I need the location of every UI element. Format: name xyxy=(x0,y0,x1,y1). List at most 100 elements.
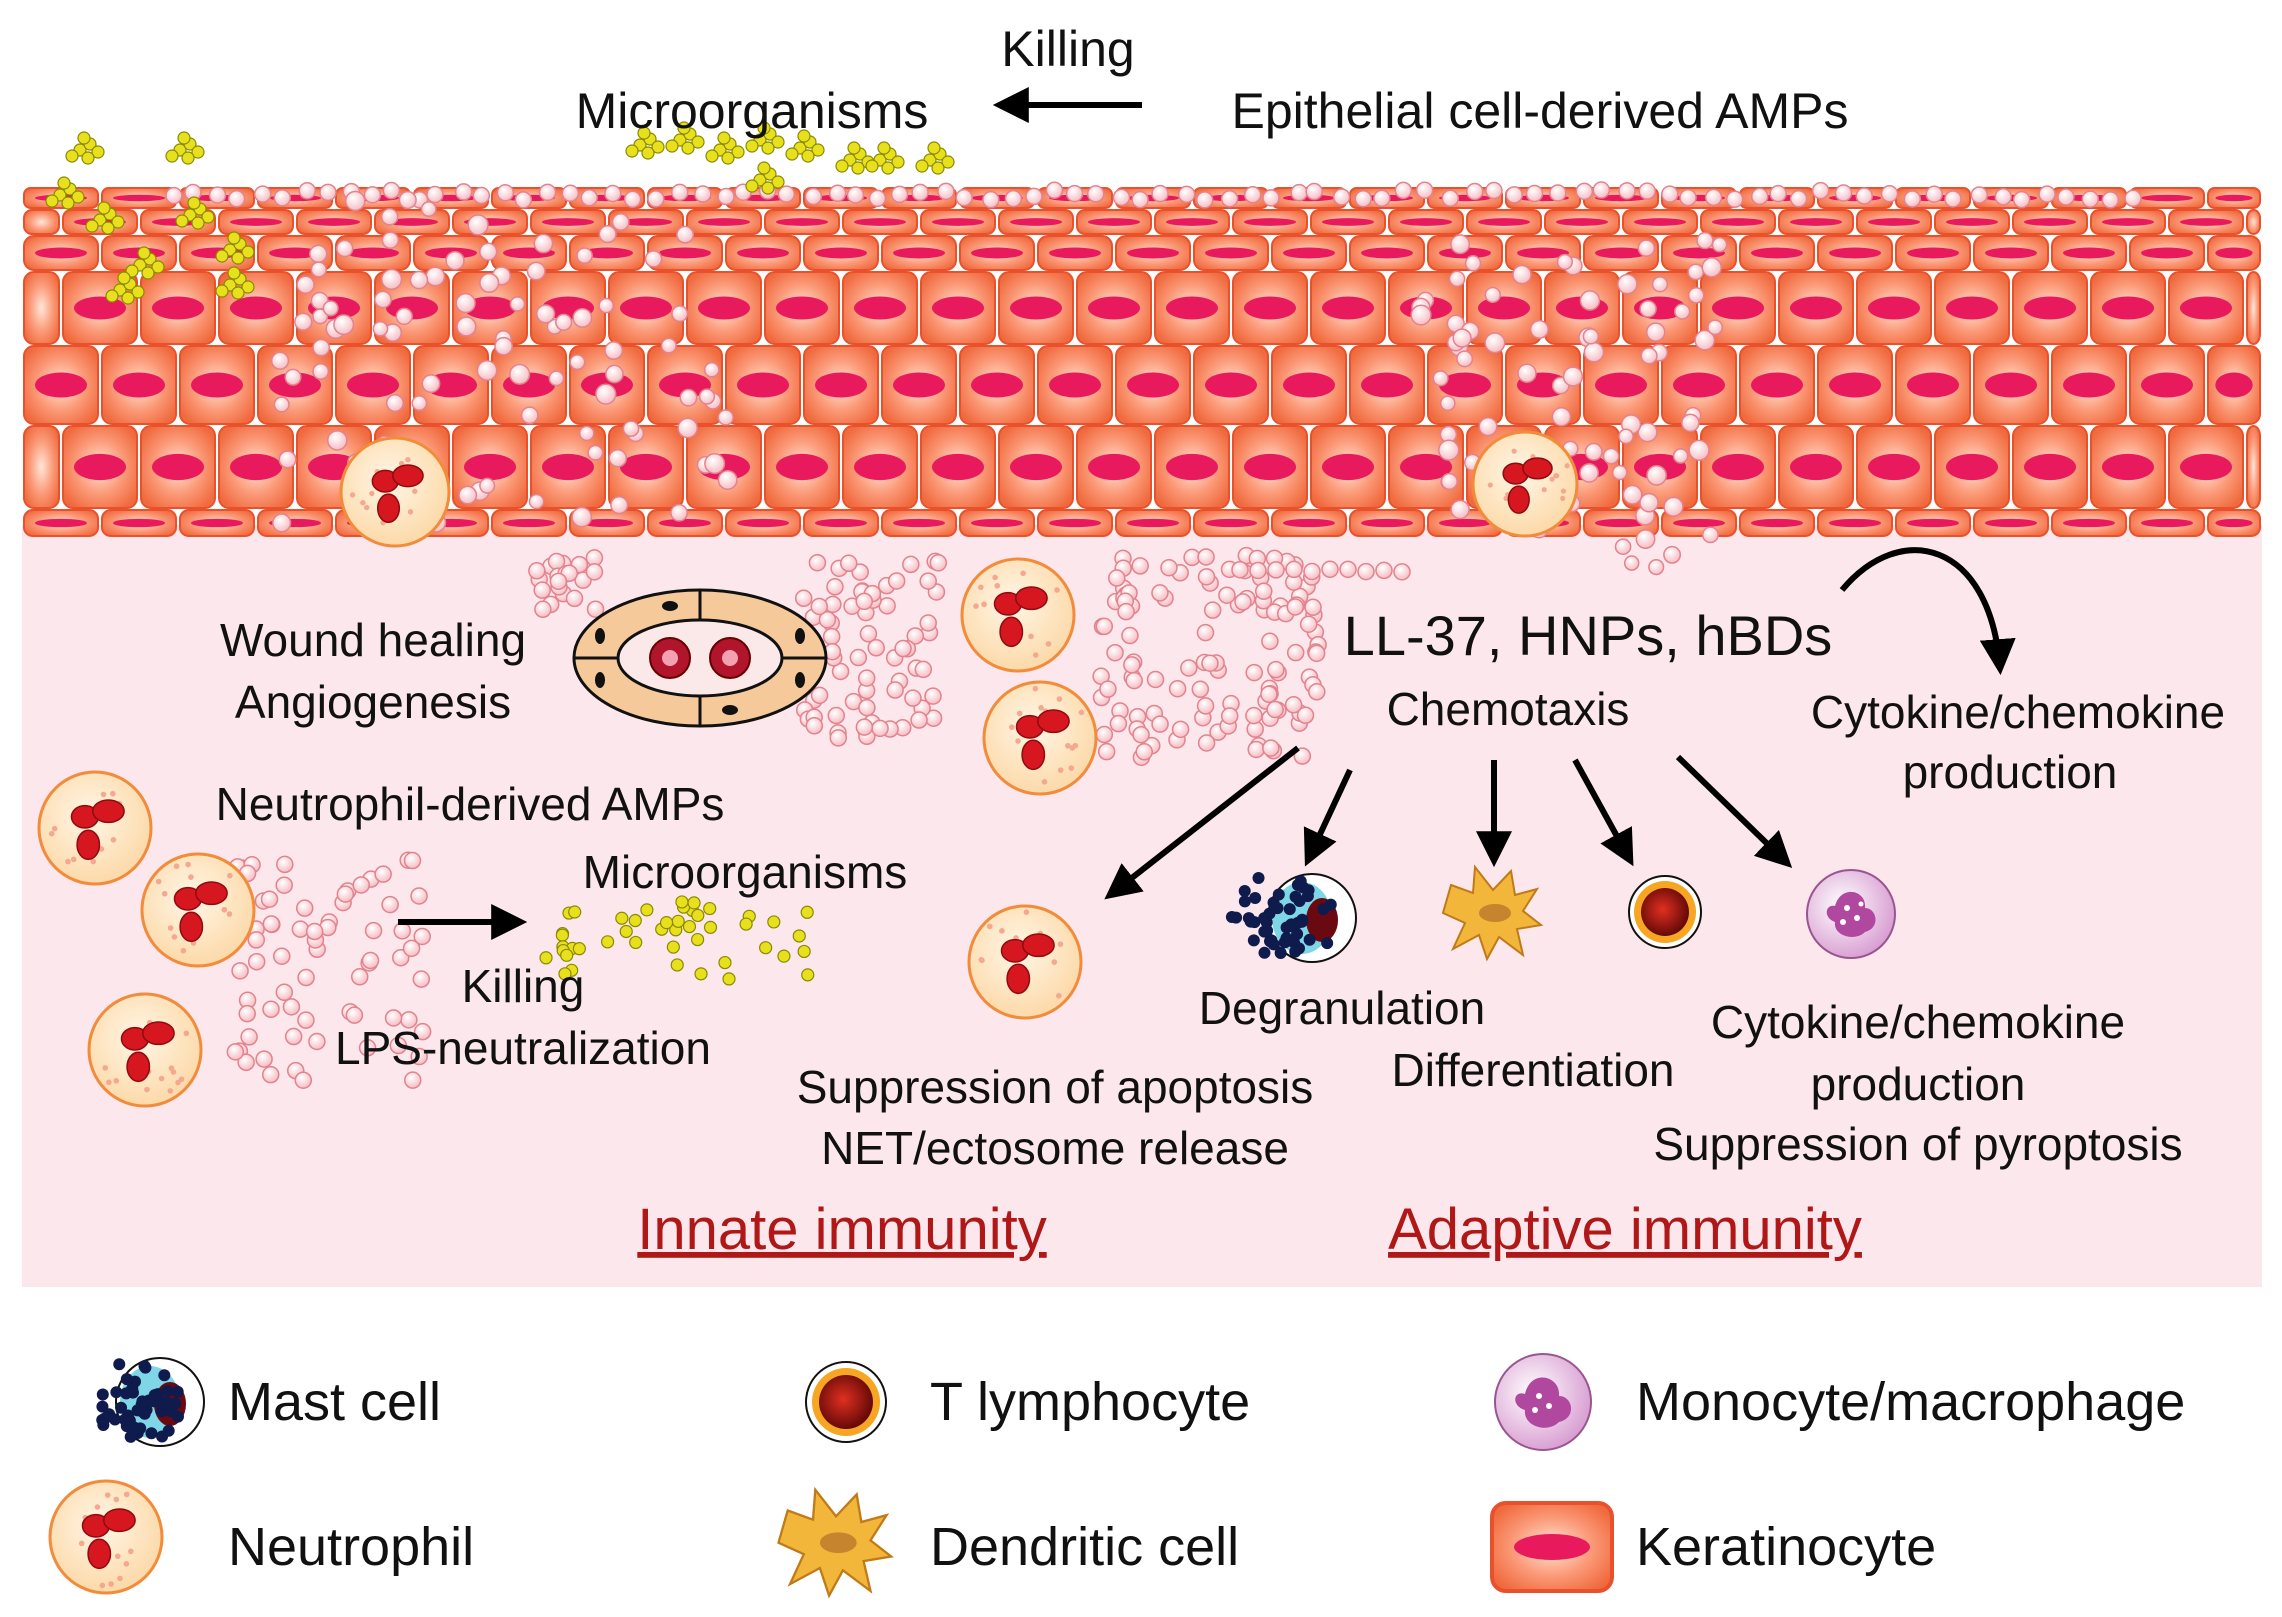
amp-granule xyxy=(1245,663,1263,682)
amp-granule xyxy=(871,719,889,738)
amp-granule xyxy=(805,717,824,735)
amp-granule xyxy=(1004,189,1023,208)
amp-granule xyxy=(1123,656,1141,674)
keratinocyte-icon xyxy=(1817,509,1893,537)
keratinocyte-icon xyxy=(1973,509,2049,537)
amp-granule xyxy=(1195,191,1214,209)
amp-granule xyxy=(1135,743,1153,761)
amp-granule xyxy=(679,388,698,407)
keratinocyte-icon xyxy=(23,425,60,509)
amp-granule xyxy=(1267,660,1285,679)
keratinocyte-icon xyxy=(2051,345,2127,425)
keratinocyte-icon xyxy=(2012,425,2088,509)
amp-granule xyxy=(310,261,327,278)
amp-granule xyxy=(528,562,546,580)
amp-granule xyxy=(381,268,403,290)
keratinocyte-icon xyxy=(101,345,177,425)
keratinocyte-icon xyxy=(959,345,1035,425)
amp-granule xyxy=(1099,680,1117,698)
microbe-icon xyxy=(215,231,255,265)
amp-granule xyxy=(479,477,496,494)
keratinocyte-icon xyxy=(1895,235,1971,271)
amp-granule xyxy=(420,201,437,218)
microbe-icon xyxy=(640,903,654,917)
keratinocyte-icon xyxy=(725,235,801,271)
amp-granule xyxy=(1635,529,1656,549)
amp-granule xyxy=(717,469,738,490)
amp-granule xyxy=(278,450,297,469)
amp-granule xyxy=(1394,181,1413,200)
amp-granule xyxy=(291,920,310,938)
microbe-icon xyxy=(777,949,791,963)
microbe-icon xyxy=(670,958,684,972)
amp-granule xyxy=(571,506,593,528)
amp-granule xyxy=(1262,739,1280,757)
amp-granule xyxy=(572,307,593,328)
legend-dendritic-cell: Dendritic cell xyxy=(777,1486,1239,1599)
amp-granule xyxy=(1549,184,1567,202)
microbe-icon xyxy=(625,126,665,160)
keratinocyte-icon xyxy=(218,425,294,509)
amp-granule xyxy=(1618,428,1634,445)
neutrophils xyxy=(37,430,1579,1108)
amp-granule xyxy=(1357,562,1375,581)
t-lymphocyte-icon xyxy=(1628,875,1702,949)
amp-granule xyxy=(533,233,554,254)
amp-granule xyxy=(549,572,568,591)
amp-granule xyxy=(704,453,726,475)
amp-granule xyxy=(374,290,392,309)
amp-granule xyxy=(660,337,677,354)
label-neutrophil-amps: Neutrophil-derived AMPs xyxy=(216,778,725,830)
amp-granule xyxy=(1245,706,1263,725)
label-mediators: LL-37, HNPs, hBDs xyxy=(1344,604,1833,667)
amp-granule xyxy=(535,304,556,324)
amp-granule xyxy=(1441,189,1460,208)
keratinocyte-icon xyxy=(2129,509,2205,537)
amp-granule xyxy=(1623,555,1640,571)
amp-granule xyxy=(297,1011,315,1029)
amp-granule xyxy=(309,244,328,264)
amp-granule xyxy=(381,231,400,250)
keratinocyte-icon xyxy=(2012,209,2088,235)
amp-granule xyxy=(1464,255,1482,272)
amp-granule xyxy=(1789,190,1808,208)
amp-granule xyxy=(1260,685,1278,704)
amp-granule xyxy=(1452,328,1472,348)
keratinocyte-icon xyxy=(1856,271,1932,345)
amp-granule xyxy=(808,553,827,572)
amp-granule xyxy=(1485,181,1503,200)
keratinocyte-icon xyxy=(2207,345,2261,425)
amp-granule xyxy=(1925,185,1943,203)
amp-granule xyxy=(312,363,330,380)
amp-granule xyxy=(413,927,431,946)
amp-granule xyxy=(455,292,476,314)
amp-granule xyxy=(1707,319,1724,336)
amp-granule xyxy=(1750,187,1769,206)
amp-granule xyxy=(1903,190,1922,208)
amp-granule xyxy=(364,921,383,940)
microbe-icon xyxy=(215,266,255,300)
amp-granule xyxy=(924,687,942,705)
amp-granule xyxy=(454,183,473,201)
microbe-icon xyxy=(792,929,806,943)
keratinocyte-icon xyxy=(842,209,918,235)
keratinocyte-icon xyxy=(1076,271,1152,345)
keratinocyte-icon xyxy=(2168,425,2244,509)
microbe-icon xyxy=(745,161,785,195)
label-cytokine-2: production xyxy=(1811,1058,2026,1110)
amp-granule xyxy=(335,239,354,258)
amp-granule xyxy=(1579,290,1601,311)
amp-granule xyxy=(1203,601,1222,619)
amp-granule xyxy=(2038,185,2056,203)
amp-granule xyxy=(1255,582,1273,601)
amp-granules xyxy=(165,181,2142,1089)
microbe-icon xyxy=(785,129,825,163)
amp-granule xyxy=(1303,562,1321,581)
keratinocyte-icon xyxy=(491,509,567,537)
amp-granule xyxy=(1121,626,1139,645)
amp-granule xyxy=(919,614,937,632)
label-killing-top: Killing xyxy=(1001,21,1134,77)
amp-granule xyxy=(1146,670,1165,689)
amp-granule xyxy=(1622,484,1643,505)
amp-granule xyxy=(598,224,617,244)
